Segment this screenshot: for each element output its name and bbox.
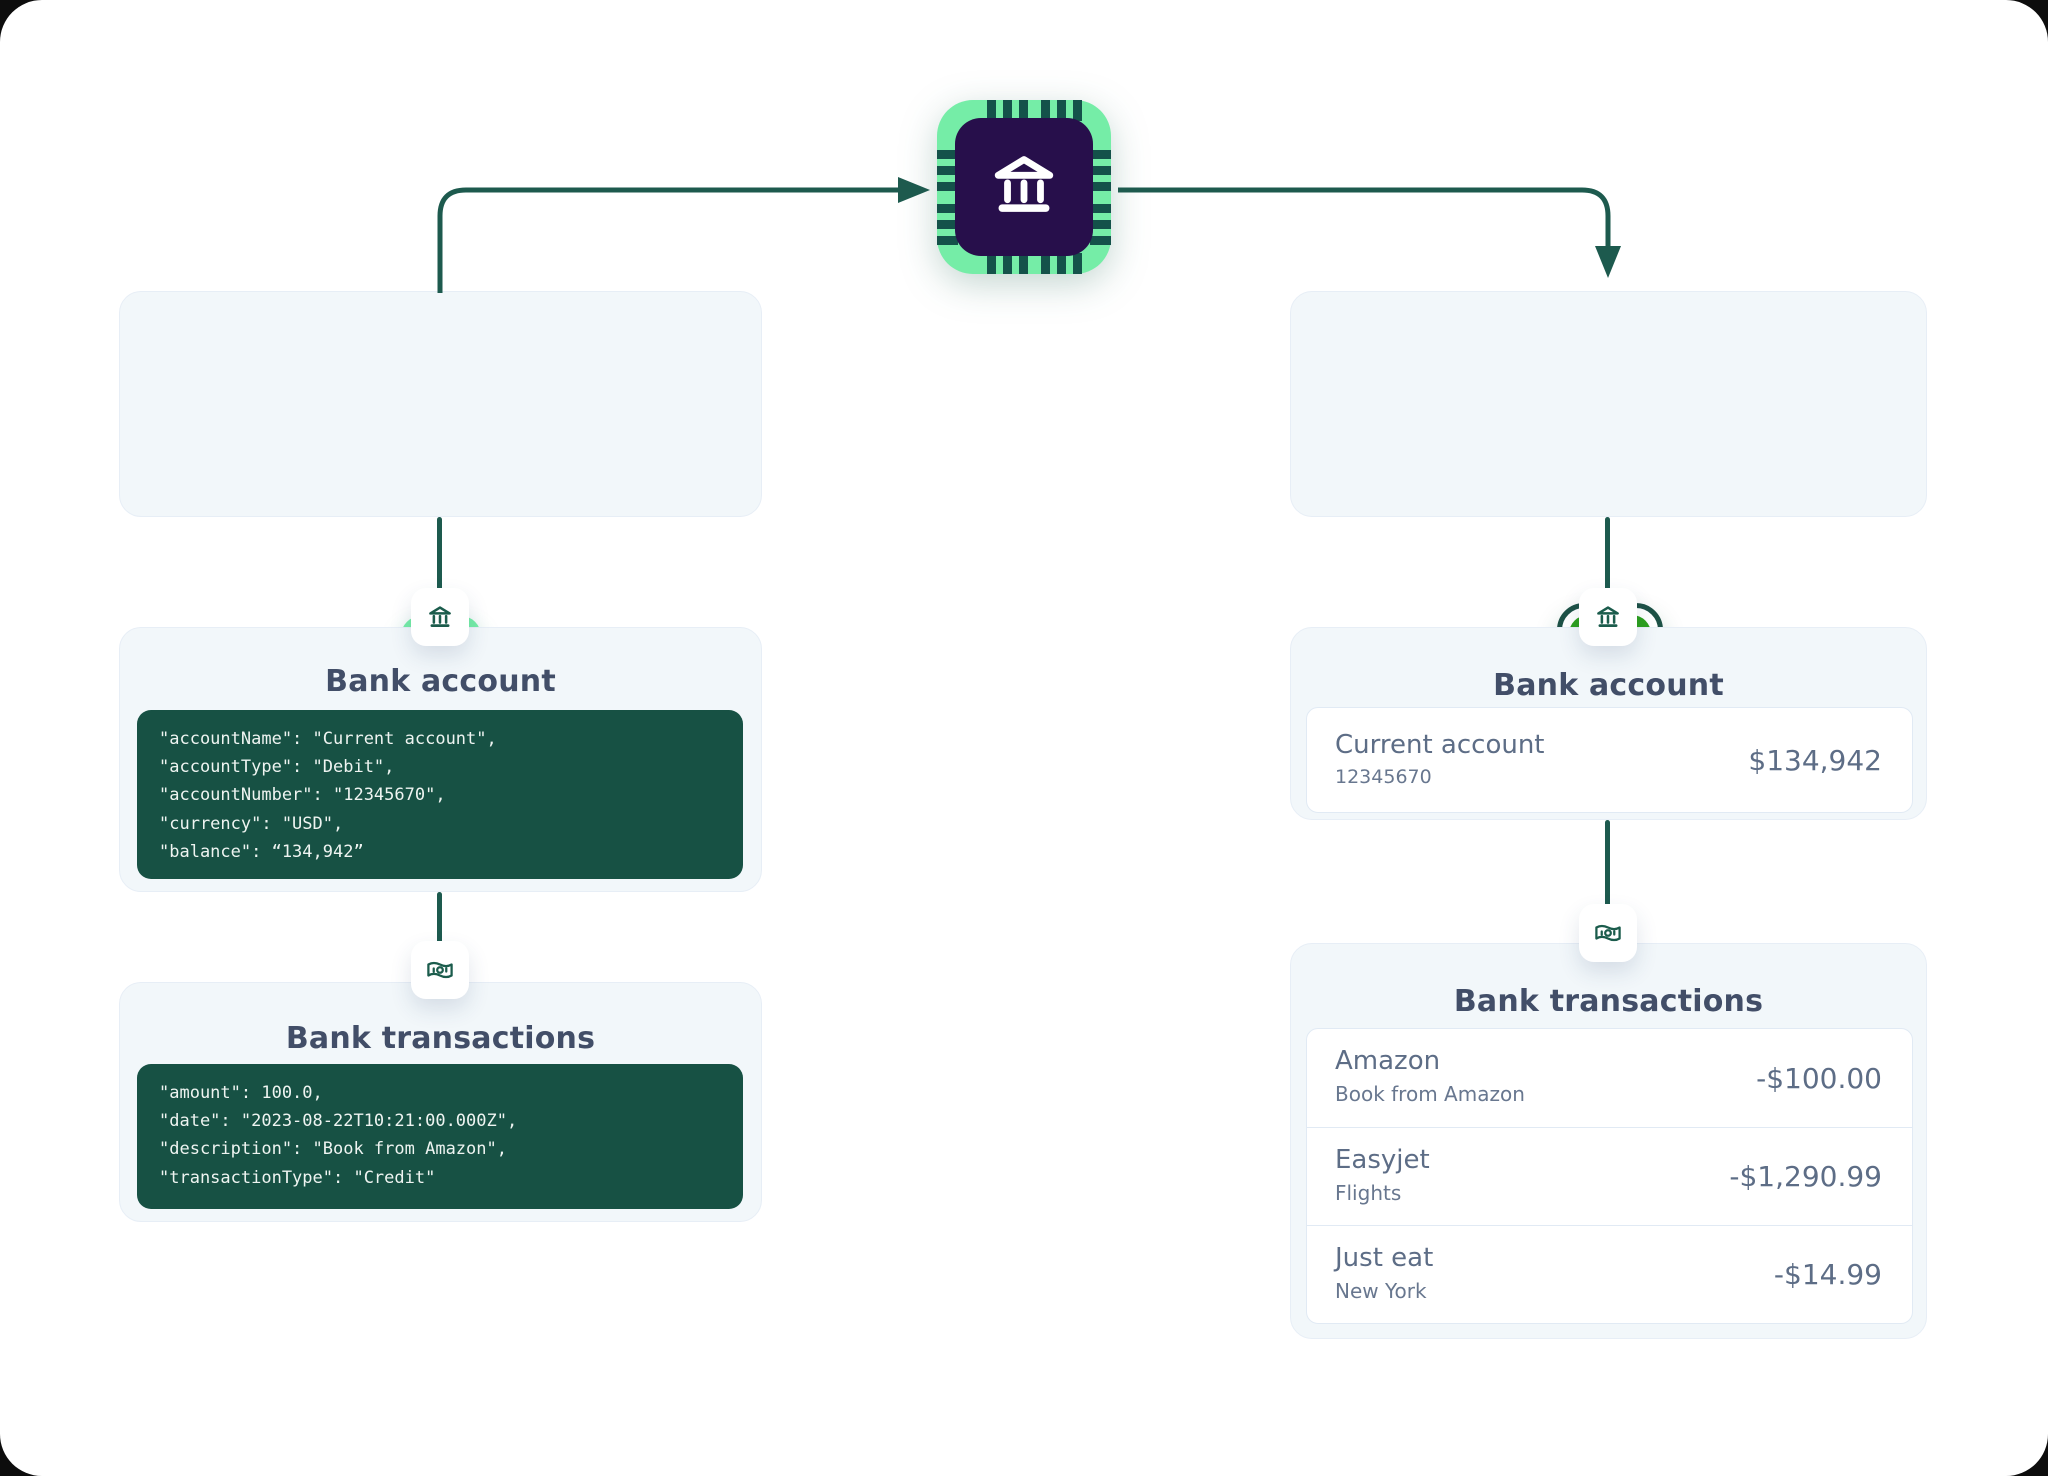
connector-bank-to-transactions-right <box>1605 820 1610 912</box>
code-line: "accountNumber": "12345670", <box>159 785 446 806</box>
chip-graphic <box>937 100 1111 274</box>
current-account-row: Current account 12345670 $134,942 <box>1306 707 1913 813</box>
code-line: "accountType": "Debit", <box>159 757 395 778</box>
transaction-amount: -$100.00 <box>1756 1061 1882 1095</box>
code-line: "balance": “134,942” <box>159 841 364 862</box>
code-line: "currency": "USD", <box>159 813 344 834</box>
transaction-description: Flights <box>1335 1181 1402 1205</box>
transaction-amount: -$14.99 <box>1773 1258 1882 1291</box>
account-name: Current account <box>1335 730 1545 760</box>
transaction-name: Just eat <box>1335 1243 1434 1273</box>
bank-badge-right <box>1579 588 1637 646</box>
transaction-description: New York <box>1335 1279 1427 1303</box>
code-line: "amount": 100.0, <box>159 1083 323 1103</box>
transaction-amount: -$1,290.99 <box>1729 1160 1882 1193</box>
left-bank-account-card: Bank account "accountName": "Current acc… <box>119 627 762 892</box>
connector-source-to-bank <box>437 517 442 595</box>
transactions-badge-left <box>411 941 469 999</box>
left-bank-account-title: Bank account <box>325 664 556 699</box>
transaction-row: Just eat New York -$14.99 <box>1307 1225 1912 1323</box>
connector-target-to-bank <box>1605 517 1610 595</box>
transaction-row: Easyjet Flights -$1,290.99 <box>1307 1127 1912 1225</box>
connector-bank-to-transactions-left <box>437 892 442 988</box>
right-bank-transactions-card: Bank transactions Amazon Book from Amazo… <box>1290 943 1927 1339</box>
transaction-name: Amazon <box>1335 1046 1441 1076</box>
code-line: "description": "Book from Amazon", <box>159 1139 507 1160</box>
account-balance: $134,942 <box>1748 743 1882 777</box>
account-number: 12345670 <box>1335 766 1432 788</box>
right-bank-transactions-title: Bank transactions <box>1453 984 1764 1019</box>
bank-account-code-block: "accountName": "Current account", "accou… <box>137 710 743 879</box>
transactions-badge-right <box>1579 904 1637 962</box>
bank-chip-icon <box>937 100 1111 274</box>
right-bank-account-title: Bank account <box>1493 668 1724 703</box>
code-line: "accountName": "Current account", <box>159 729 497 749</box>
left-bank-transactions-title: Bank transactions <box>285 1021 596 1056</box>
left-bank-transactions-card: Bank transactions "amount": 100.0, "date… <box>119 982 762 1222</box>
transaction-name: Easyjet <box>1335 1145 1430 1175</box>
code-line: "date": "2023-08-22T10:21:00.000Z", <box>159 1111 518 1132</box>
transaction-row: Amazon Book from Amazon -$100.00 <box>1307 1029 1912 1127</box>
right-bank-account-card: Bank account Current account 12345670 $1… <box>1290 627 1927 820</box>
bank-transactions-code-block: "amount": 100.0, "date": "2023-08-22T10:… <box>137 1064 743 1209</box>
code-line: "transactionType": "Credit" <box>159 1167 436 1188</box>
bank-badge-left <box>411 588 469 646</box>
transactions-list: Amazon Book from Amazon -$100.00 Easyjet… <box>1306 1028 1913 1324</box>
transaction-description: Book from Amazon <box>1335 1082 1525 1106</box>
